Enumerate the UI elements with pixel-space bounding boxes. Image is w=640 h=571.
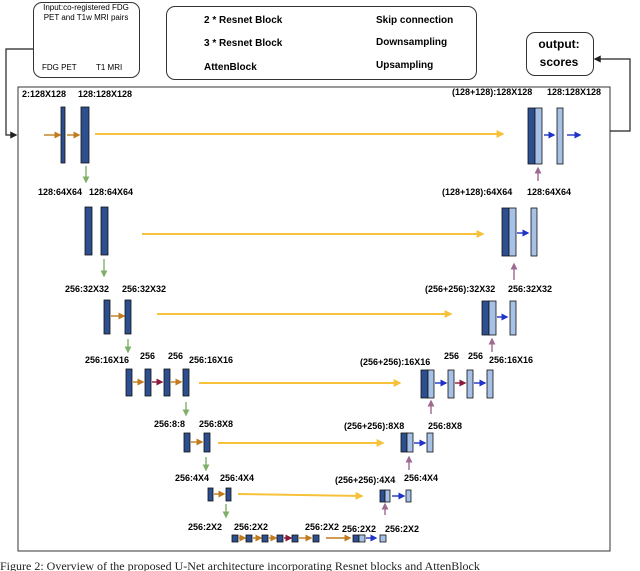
- dec2-block-c: [530, 207, 538, 257]
- output-line1: output:: [538, 37, 580, 51]
- dec2-block-b: [508, 207, 517, 257]
- label-enc3: 256:32X32: [65, 284, 110, 294]
- label-dec1b: 128:128X128: [547, 87, 602, 97]
- dec4-block-b: [427, 369, 435, 399]
- legend-box: [166, 6, 477, 80]
- label-enc5b: 256:8X8: [199, 419, 234, 429]
- label-enc1b: 128:128X128: [78, 89, 133, 99]
- dec5-block-a: [400, 432, 408, 453]
- label-enc4b: 256:16X16: [189, 355, 234, 365]
- label-enc5: 256:8:8: [154, 419, 186, 429]
- bott-block-6: [312, 534, 320, 543]
- dec4-block-c: [447, 369, 455, 399]
- label-bott2: 256:2X2: [305, 522, 340, 532]
- label-enc4-mid2: 256: [168, 351, 184, 361]
- label-dec2: (128+128):64X64: [442, 187, 513, 197]
- network-frame: [17, 86, 611, 552]
- enc2-block-b: [100, 206, 109, 256]
- dec5-block-b: [406, 432, 414, 453]
- label-enc2: 128:64X64: [38, 187, 83, 197]
- enc1-block-a: [60, 106, 66, 164]
- legend-skip-label: Skip connection: [376, 15, 454, 26]
- bott-block-5: [291, 534, 299, 543]
- label-bott3: 256:2X2: [342, 524, 377, 534]
- enc1-block-b: [80, 106, 90, 164]
- label-dec3b: 256:32X32: [508, 284, 553, 294]
- enc4-block-b: [144, 368, 152, 397]
- output-connector: [593, 55, 631, 132]
- enc5-block-b: [203, 432, 211, 453]
- enc4-block-d: [182, 368, 190, 397]
- label-enc2b: 128:64X64: [89, 187, 134, 197]
- input-title-line2: PET and T1w MRI pairs: [43, 13, 129, 22]
- bott-block-9: [379, 534, 387, 543]
- figure-caption: Figure 2: Overview of the proposed U-Net…: [0, 560, 480, 571]
- enc5-block-a: [183, 432, 191, 453]
- dec6-block-a: [379, 489, 386, 503]
- enc2-block-a: [84, 206, 93, 256]
- legend-resnet2-label: 2 * Resnet Block: [204, 15, 283, 26]
- t1-mri-label: T1 MRI: [96, 63, 123, 72]
- enc6-block-a: [207, 487, 214, 502]
- dec6-block-c: [405, 489, 412, 503]
- bott-block-7: [352, 534, 360, 543]
- output-line2: scores: [539, 55, 579, 69]
- dec5-block-c: [426, 432, 434, 453]
- legend-down-label: Downsampling: [376, 37, 448, 48]
- dec6-block-b: [384, 489, 391, 503]
- bott-block-4: [276, 534, 284, 543]
- dec1-block-a: [527, 107, 536, 165]
- label-dec4b: 256:16X16: [489, 355, 534, 365]
- label-enc6b: 256:4X4: [220, 473, 255, 483]
- label-dec1: (128+128):128X128: [452, 87, 533, 97]
- bott-block-1: [231, 534, 239, 543]
- dec1-block-b: [534, 107, 543, 165]
- label-bott1b: 256:2X2: [234, 522, 269, 532]
- enc3-block-b: [124, 299, 132, 335]
- label-enc3b: 256:32X32: [122, 284, 167, 294]
- legend-atten-label: AttenBlock: [204, 62, 257, 73]
- label-dec4-mid2: 256: [468, 351, 484, 361]
- dec3-block-c: [509, 300, 517, 336]
- label-dec6: (256+256):4X4: [335, 475, 396, 485]
- label-enc1: 2:128X128: [22, 89, 67, 99]
- label-bott1: 256:2X2: [188, 522, 223, 532]
- label-dec4-mid1: 256: [444, 351, 460, 361]
- enc3-block-a: [103, 299, 111, 335]
- skip-connection-l6: [237, 491, 364, 500]
- label-dec5b: 256:8X8: [428, 421, 463, 431]
- dec3-block-b: [488, 300, 497, 336]
- label-dec6b: 256:4X4: [404, 473, 439, 483]
- dec4-block-d: [466, 369, 474, 399]
- enc6-block-b: [225, 487, 232, 502]
- legend-resnet3-label: 3 * Resnet Block: [204, 38, 283, 49]
- dec4-block-e: [486, 369, 494, 399]
- enc4-block-c: [163, 368, 171, 397]
- dec2-block-a: [501, 207, 510, 257]
- bott-block-3: [261, 534, 269, 543]
- legend-up-label: Upsampling: [376, 60, 434, 71]
- input-box: [33, 2, 140, 78]
- dec1-block-c: [556, 107, 564, 165]
- output-box: [526, 32, 594, 76]
- bott-block-8: [358, 534, 366, 543]
- dec3-block-a: [481, 300, 490, 336]
- label-dec4: (256+256):16X16: [360, 357, 431, 367]
- enc4-block-a: [125, 368, 133, 397]
- label-dec3: (256+256):32X32: [425, 284, 496, 294]
- label-bott3b: 256:2X2: [385, 524, 420, 534]
- fdg-pet-label: FDG PET: [42, 63, 77, 72]
- label-dec2b: 128:64X64: [527, 187, 572, 197]
- label-dec5: (256+256):8X8: [344, 421, 405, 431]
- dec4-block-a: [420, 369, 429, 399]
- label-enc6: 256:4X4: [175, 473, 210, 483]
- label-enc4: 256:16X16: [85, 355, 130, 365]
- input-connector: [5, 48, 33, 139]
- input-title-line1: Input:co-registered FDG: [43, 3, 129, 12]
- bott-block-2: [245, 534, 253, 543]
- label-enc4-mid1: 256: [140, 351, 156, 361]
